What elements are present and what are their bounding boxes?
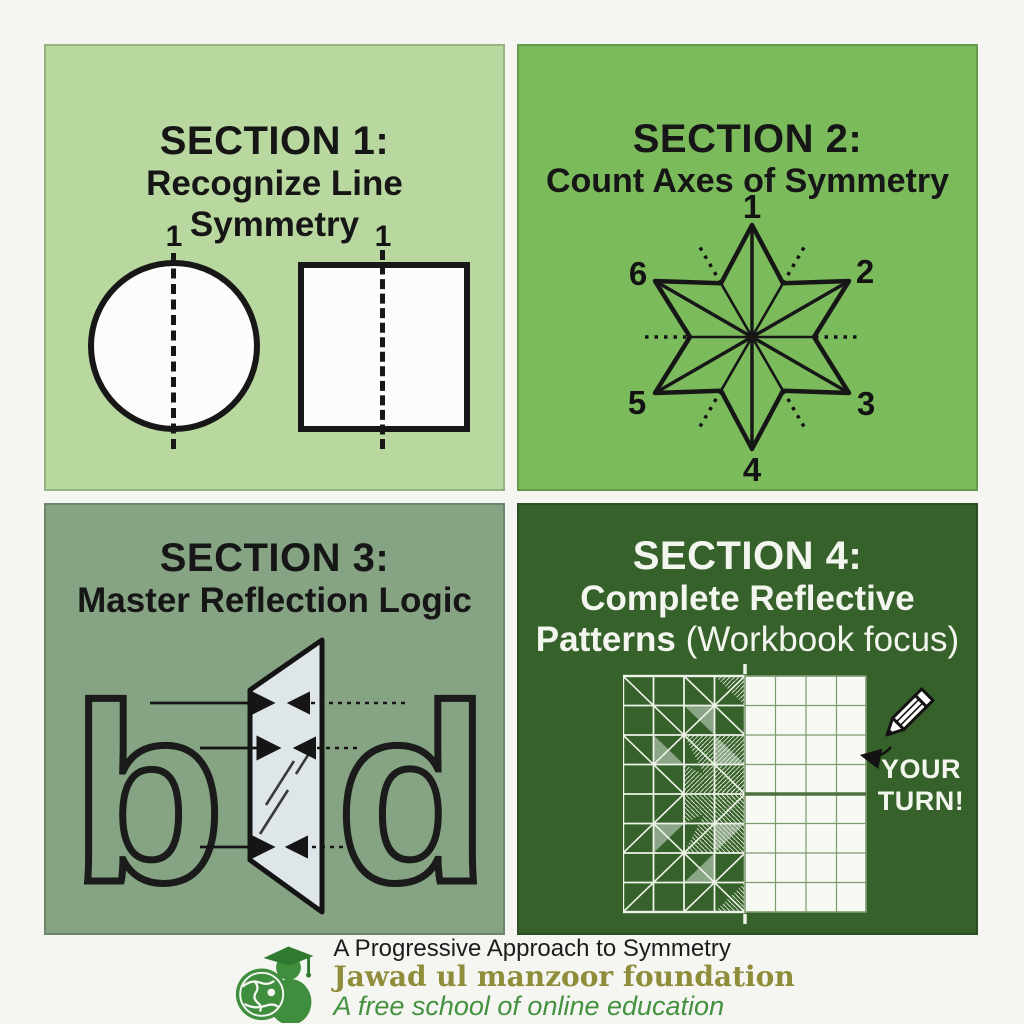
reflective-pattern-grid: [623, 664, 867, 924]
footer-subtitle: A free school of online education: [333, 990, 725, 1021]
letter-d: d: [333, 654, 494, 935]
your-turn-callout: YOUR TURN!: [869, 753, 973, 818]
section-2-subtitle: Count Axes of Symmetry: [545, 162, 950, 201]
square-symmetry-line: [380, 250, 385, 449]
star-axis-label-1: 1: [742, 188, 762, 225]
star-axis-label-6: 6: [628, 255, 648, 292]
section-1-subtitle-line2: Symmetry: [189, 204, 360, 244]
mirror-reflection-diagram: [150, 637, 405, 915]
mirror-pane: [247, 637, 325, 915]
section-3-title: SECTION 3:: [159, 536, 390, 580]
letter-b: b: [68, 654, 229, 935]
section-4-subtitle-line1: Complete Reflective: [580, 579, 915, 619]
subtitle-regular-part: (Workbook focus): [675, 619, 960, 659]
circle-axis-count: 1: [165, 220, 183, 253]
section-1-heading: SECTION 1: Recognize Line Symmetry: [44, 118, 505, 246]
foundation-logo: [236, 945, 314, 1023]
pencil-arrow: [859, 746, 892, 770]
section-2-title: SECTION 2:: [632, 117, 863, 161]
section-4-heading: SECTION 4: Complete Reflective Patterns …: [517, 533, 978, 661]
star-axis-label-4: 4: [742, 451, 762, 488]
your-turn-line2: TURN!: [877, 786, 965, 817]
section-3-panel: SECTION 3: Master Reflection Logic b d: [44, 503, 505, 935]
six-point-star-diagram: [645, 222, 859, 452]
section-1-subtitle-line1: Recognize Line: [146, 164, 403, 204]
star-axis-label-5: 5: [627, 384, 647, 421]
footer-branding: A Progressive Approach to Symmetry Jawad…: [0, 933, 1024, 1024]
section-3-heading: SECTION 3: Master Reflection Logic: [44, 535, 505, 622]
star-axis-label-2: 2: [855, 253, 875, 290]
section-4-panel: SECTION 4: Complete Reflective Patterns …: [517, 503, 978, 935]
star-axis-label-3: 3: [856, 385, 876, 422]
square-axis-count: 1: [374, 220, 392, 253]
footer-tagline: A Progressive Approach to Symmetry: [333, 934, 731, 962]
section-2-heading: SECTION 2: Count Axes of Symmetry: [517, 116, 978, 202]
section-4-title: SECTION 4:: [632, 534, 863, 578]
pencil-icon: [859, 686, 936, 770]
section-1-panel: SECTION 1: Recognize Line Symmetry 1 1: [44, 44, 505, 491]
your-turn-line1: YOUR: [880, 754, 961, 784]
section-4-subtitle-line2: Patterns (Workbook focus): [517, 620, 978, 661]
section-2-panel: SECTION 2: Count Axes of Symmetry 1: [517, 44, 978, 491]
section-1-title: SECTION 1:: [159, 119, 390, 163]
section-3-subtitle: Master Reflection Logic: [77, 581, 472, 621]
circle-symmetry-line: [171, 253, 176, 449]
subtitle-bold-part: Patterns: [535, 619, 676, 659]
footer-organization: Jawad ul manzoor foundation: [333, 959, 795, 993]
